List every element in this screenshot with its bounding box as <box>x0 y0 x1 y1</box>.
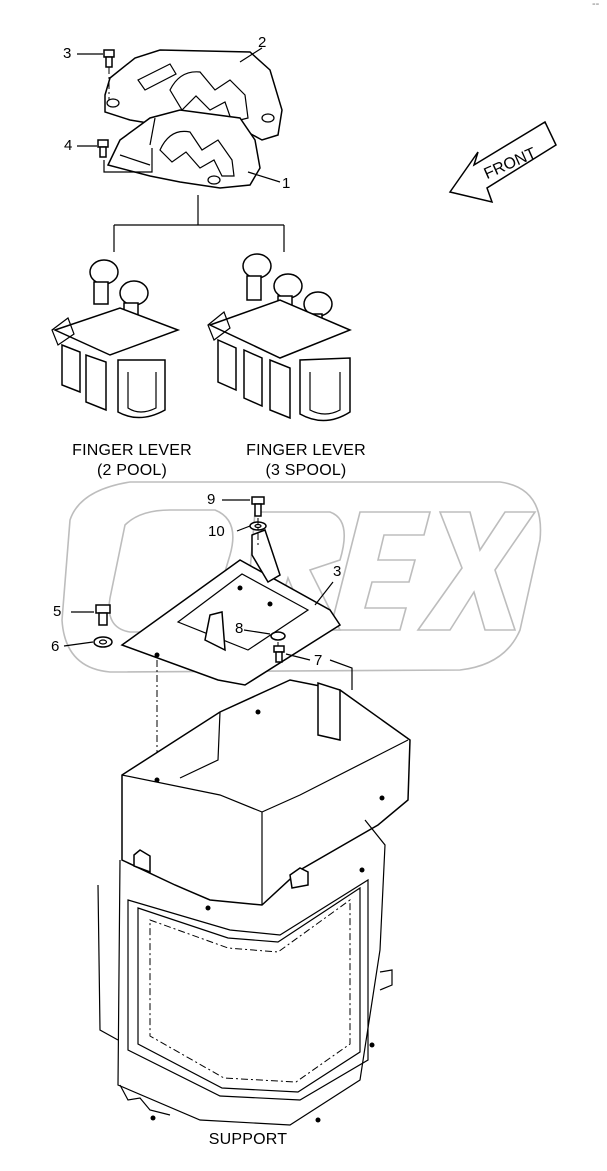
leaders-lower <box>63 499 334 661</box>
callout-2: 2 <box>258 34 267 51</box>
callout-9: 9 <box>207 491 216 508</box>
callout-3-upper: 3 <box>63 45 72 62</box>
bolt-5 <box>95 604 111 626</box>
front-arrow-icon: FRONT <box>448 120 557 204</box>
callout-7: 7 <box>314 652 323 669</box>
mounting-bracket <box>120 529 342 686</box>
callout-3-lower: 3 <box>333 563 342 580</box>
leaders-upper <box>77 47 281 183</box>
caption-finger-lever-3: FINGER LEVER (3 SPOOL) <box>236 441 376 481</box>
callout-5: 5 <box>53 603 62 620</box>
caption-support: SUPPORT <box>208 1131 288 1148</box>
support-housing <box>97 659 411 1126</box>
assembly-bracket-line <box>113 195 285 252</box>
callout-10: 10 <box>208 523 225 540</box>
caption-finger-lever-2: FINGER LEVER (2 POOL) <box>62 441 202 481</box>
screw-4-upper <box>97 139 153 173</box>
callout-6: 6 <box>51 638 60 655</box>
finger-lever-3-spool <box>207 253 352 422</box>
washer-6 <box>93 636 113 648</box>
callout-4: 4 <box>64 137 73 154</box>
washer-8 <box>270 631 286 641</box>
corner-mark: -- <box>592 0 600 10</box>
caption-finger-lever-2-line1: FINGER LEVER <box>72 442 192 459</box>
bolt-9 <box>251 496 265 517</box>
finger-lever-cover <box>104 49 283 189</box>
screw-3-upper <box>103 49 115 100</box>
callout-1: 1 <box>282 175 291 192</box>
caption-finger-lever-2-line2: (2 POOL) <box>96 462 168 479</box>
caption-finger-lever-3-line2: (3 SPOOL) <box>265 462 347 479</box>
bolt-7 <box>273 645 285 663</box>
callout-8: 8 <box>235 620 244 637</box>
orex-watermark <box>61 481 542 673</box>
finger-lever-2-spool <box>51 259 181 419</box>
caption-finger-lever-3-line1: FINGER LEVER <box>246 442 366 459</box>
